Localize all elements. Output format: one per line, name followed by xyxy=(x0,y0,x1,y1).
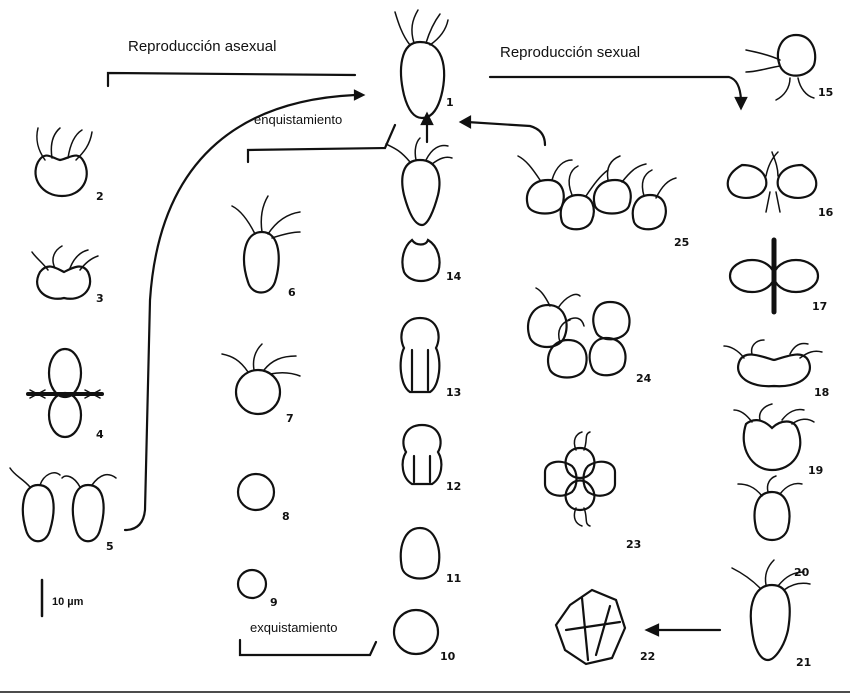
cell-stage-13 xyxy=(401,318,440,392)
sexual-title: Reproducción sexual xyxy=(500,44,640,61)
cell-stage-2 xyxy=(35,128,92,196)
stage-number: 15 xyxy=(818,86,833,99)
stage-number: 23 xyxy=(626,538,641,551)
stage-number: 17 xyxy=(812,300,827,313)
stage-number: 7 xyxy=(286,412,294,425)
stage-number: 10 xyxy=(440,650,455,663)
stage-number: 8 xyxy=(282,510,290,523)
cell-stage-20 xyxy=(738,476,802,540)
asexual-title: Reproducción asexual xyxy=(128,38,276,55)
fusion-arrow xyxy=(461,117,545,145)
encyst-arrow xyxy=(248,125,395,162)
cell-stage-16 xyxy=(728,152,817,212)
cell-stage-19 xyxy=(734,404,814,470)
asexual-arc-arrow xyxy=(108,73,363,530)
stage-number: 24 xyxy=(636,372,651,385)
stage-number: 12 xyxy=(446,480,461,493)
stage-number: 20 xyxy=(794,566,809,579)
stage-number: 11 xyxy=(446,572,461,585)
left-arrow xyxy=(647,625,720,635)
stage-number: 1 xyxy=(446,96,454,109)
cell-stage-25 xyxy=(518,156,676,229)
stage-number: 9 xyxy=(270,596,278,609)
stage-number: 6 xyxy=(288,286,296,299)
stage-number: 14 xyxy=(446,270,461,283)
cell-stage-12 xyxy=(403,425,442,484)
stage-number: 19 xyxy=(808,464,823,477)
stage-number: 18 xyxy=(814,386,829,399)
cell-stage-10 xyxy=(394,610,438,654)
cell-stage-3 xyxy=(32,246,98,299)
sexual-arc-arrow xyxy=(490,77,746,108)
stage-number: 13 xyxy=(446,386,461,399)
cell-stage-9 xyxy=(238,570,266,598)
cell-stage-4 xyxy=(28,349,102,437)
cell-stage-11 xyxy=(401,528,439,579)
cell-stage-15 xyxy=(746,35,815,100)
cell-stage-24 xyxy=(528,288,629,378)
excyst-bracket xyxy=(240,640,376,655)
stage-number: 2 xyxy=(96,190,104,203)
stage-number: 3 xyxy=(96,292,104,305)
cell-stage-22 xyxy=(556,590,625,664)
stage-number: 21 xyxy=(796,656,811,669)
scale-label: 10 µm xyxy=(52,596,83,608)
stage-number: 4 xyxy=(96,428,104,441)
cell-stage-1 xyxy=(395,10,448,118)
cell-stage-7 xyxy=(222,344,300,414)
cell-stage-enquist-top xyxy=(386,138,452,225)
cell-stage-5 xyxy=(10,468,116,541)
stage-number: 25 xyxy=(674,236,689,249)
stage-number: 16 xyxy=(818,206,833,219)
cell-stage-14 xyxy=(402,240,439,281)
cell-stage-6 xyxy=(232,196,300,293)
cell-stage-18 xyxy=(724,340,822,386)
stage-number: 22 xyxy=(640,650,655,663)
stage-number: 5 xyxy=(106,540,114,553)
cell-stage-8 xyxy=(238,474,274,510)
excyst-label: exquistamiento xyxy=(250,620,337,635)
encyst-label: enquistamiento xyxy=(254,112,342,127)
cell-stage-17 xyxy=(730,240,818,312)
cell-stage-23 xyxy=(545,432,615,526)
